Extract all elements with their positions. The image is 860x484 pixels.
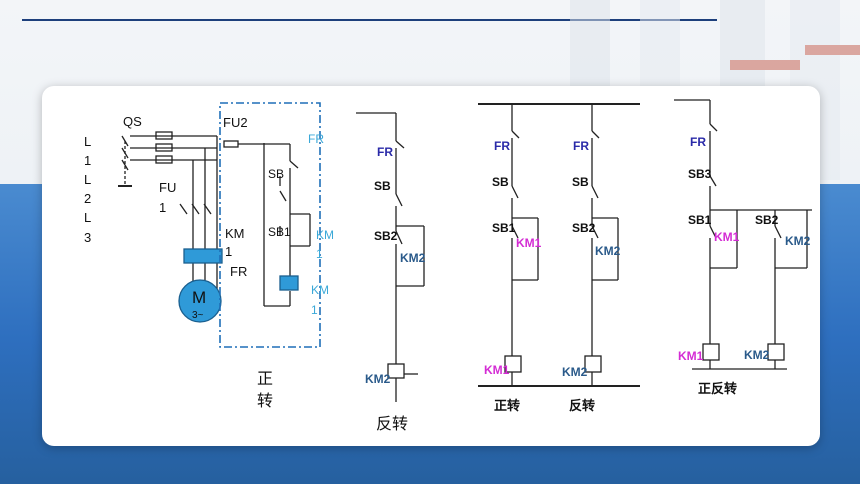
caption-forward-a: 正 — [257, 371, 273, 388]
d2-km2-coil-label: KM2 — [365, 372, 391, 386]
dual-control-diagram: FR SB SB1 KM1 KM1 正转 FR SB SB2 KM2 KM2 反… — [478, 103, 640, 413]
km1-coil-d4 — [702, 343, 720, 361]
km-contact-label-b: 1 — [225, 244, 232, 259]
km1-coil-left — [504, 355, 522, 373]
km1-coil — [279, 275, 299, 291]
phase-label-6: 3 — [84, 230, 91, 245]
d2-sb-label: SB — [374, 179, 391, 193]
km1-lower-label-a: KM — [311, 283, 329, 297]
fu1-label-b: 1 — [159, 200, 166, 215]
km-contact-label-a: KM — [225, 226, 245, 241]
d3-right-fr: FR — [573, 139, 589, 153]
d4-caption: 正反转 — [698, 381, 737, 396]
d4-sb3: SB3 — [688, 167, 712, 181]
d4-fr: FR — [690, 135, 706, 149]
km2-coil — [387, 363, 405, 379]
d3-right-km2-coil: KM2 — [562, 365, 588, 379]
d2-fr-label: FR — [377, 145, 393, 159]
d3-left-fr: FR — [494, 139, 510, 153]
qs-label: QS — [123, 114, 142, 129]
fr-top-label: FR — [308, 132, 324, 146]
d2-sb2-label: SB2 — [374, 229, 398, 243]
d3-right-caption: 反转 — [569, 398, 595, 413]
d4-sb2: SB2 — [755, 213, 779, 227]
d3-left-km1-coil: KM1 — [484, 363, 510, 377]
phase-label-5: L — [84, 210, 91, 225]
km1-side-label-b: 1 — [316, 247, 323, 261]
interlock-control-diagram: FR SB3 SB1 SB2 KM1 KM2 KM1 KM2 正反转 — [674, 99, 812, 396]
d3-left-caption: 正转 — [494, 398, 520, 413]
d2-caption: 反转 — [376, 415, 408, 433]
km2-coil-right — [584, 355, 602, 373]
d3-right-km2-contact: KM2 — [595, 244, 621, 258]
motor-m-label: M — [192, 288, 206, 307]
d3-right-sb: SB — [572, 175, 589, 189]
phase-label-2: 1 — [84, 153, 91, 168]
phase-label-1: L — [84, 134, 91, 149]
d4-sb1: SB1 — [688, 213, 712, 227]
d4-km2-contact: KM2 — [785, 234, 811, 248]
header-rule — [22, 19, 717, 21]
circuit-diagrams: L 1 L 2 L 3 QS FU 1 M 3~ FU2 KM 1 FR — [84, 99, 812, 433]
d3-left-sb: SB — [492, 175, 509, 189]
fr-mid-label: FR — [230, 264, 247, 279]
main-circuit-diagram: L 1 L 2 L 3 QS FU 1 M 3~ FU2 KM 1 FR — [84, 102, 334, 410]
d4-km1-contact: KM1 — [714, 230, 740, 244]
phase-label-4: 2 — [84, 191, 91, 206]
thermal-relay-block — [183, 248, 223, 264]
fu1-label-a: FU — [159, 180, 176, 195]
d4-km2-coil: KM2 — [744, 348, 770, 362]
reverse-control-diagram: FR SB SB2 KM2 KM2 反转 — [356, 112, 426, 433]
content-card: L 1 L 2 L 3 QS FU 1 M 3~ FU2 KM 1 FR — [42, 86, 820, 446]
d3-right-sb2: SB2 — [572, 221, 596, 235]
phase-label-3: L — [84, 172, 91, 187]
km2-coil-d4 — [767, 343, 785, 361]
d4-km1-coil: KM1 — [678, 349, 704, 363]
sb1-label: SB1 — [268, 225, 291, 239]
d3-left-sb1: SB1 — [492, 221, 516, 235]
km1-lower-label-b: 1 — [311, 303, 318, 317]
d2-km2-contact-label: KM2 — [400, 251, 426, 265]
motor-symbol — [178, 279, 222, 323]
caption-forward-b: 转 — [257, 392, 273, 410]
km1-side-label-a: KM — [316, 228, 334, 242]
sb-label: SB — [268, 167, 284, 181]
control-box — [219, 102, 321, 348]
motor-sub-label: 3~ — [192, 310, 204, 321]
fu2-label: FU2 — [223, 115, 248, 130]
d3-left-km1-contact: KM1 — [516, 236, 542, 250]
